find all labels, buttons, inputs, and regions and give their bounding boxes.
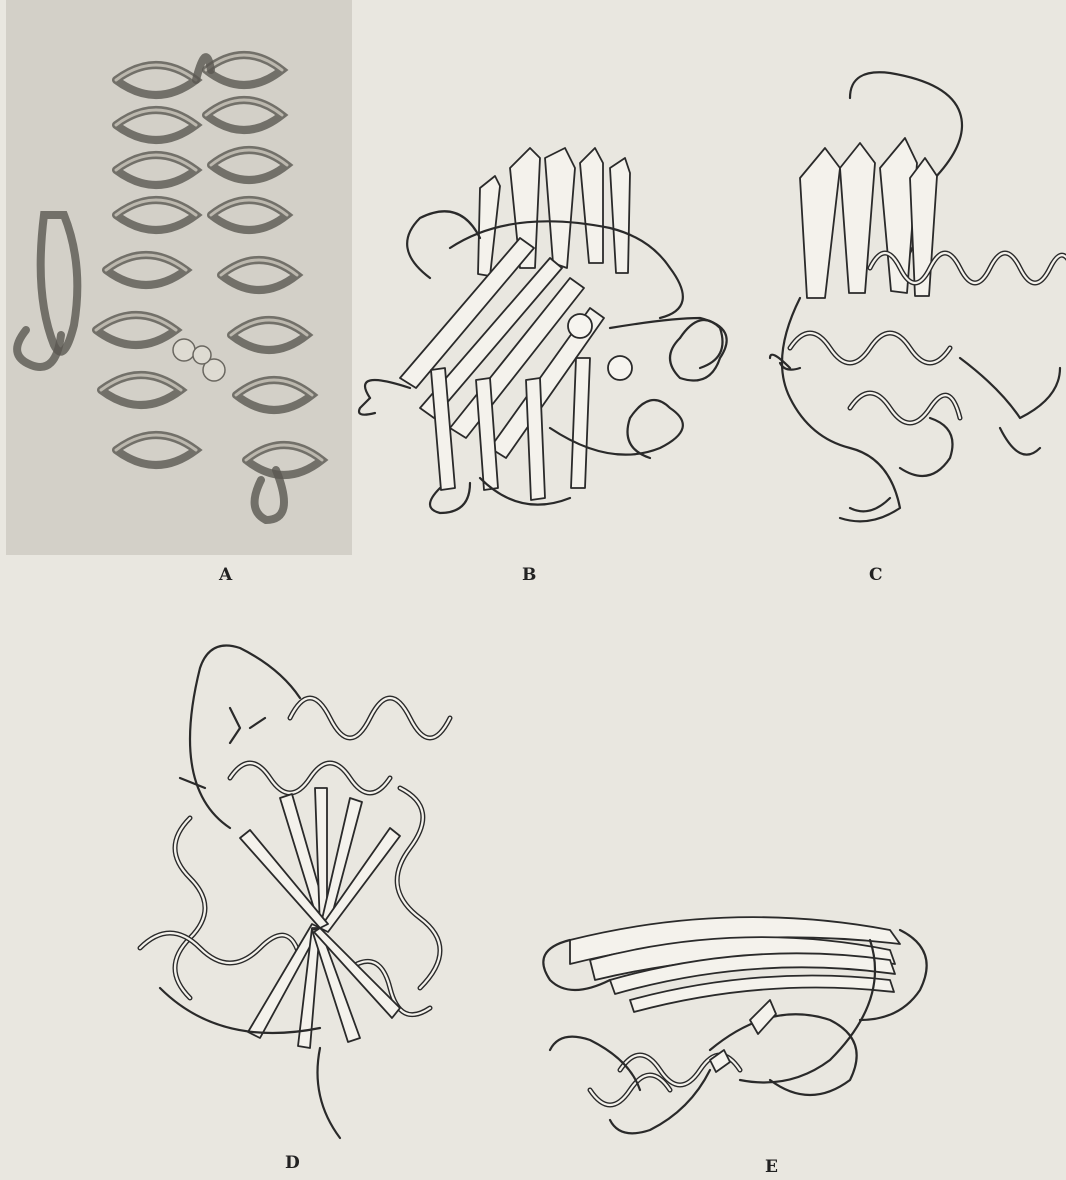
panel-c-alpha-beta-fold xyxy=(760,68,1066,533)
panel-d-tim-barrel xyxy=(120,628,480,1143)
panel-e-beta-sheet-fold xyxy=(530,880,950,1150)
panel-a-drawing xyxy=(6,0,352,555)
panel-e-label: E xyxy=(765,1157,779,1177)
panel-c-drawing xyxy=(760,68,1066,533)
panel-b-drawing xyxy=(350,128,760,520)
panel-c-label: C xyxy=(869,565,884,585)
panel-d-label: D xyxy=(285,1153,301,1173)
panel-b-beta-barrel xyxy=(350,128,760,520)
panel-a-label: A xyxy=(219,565,233,585)
panel-b-label: B xyxy=(522,565,537,585)
panel-a-helix-bundle-photo xyxy=(6,0,352,555)
panel-e-drawing xyxy=(530,880,950,1150)
panel-d-drawing xyxy=(120,628,480,1143)
